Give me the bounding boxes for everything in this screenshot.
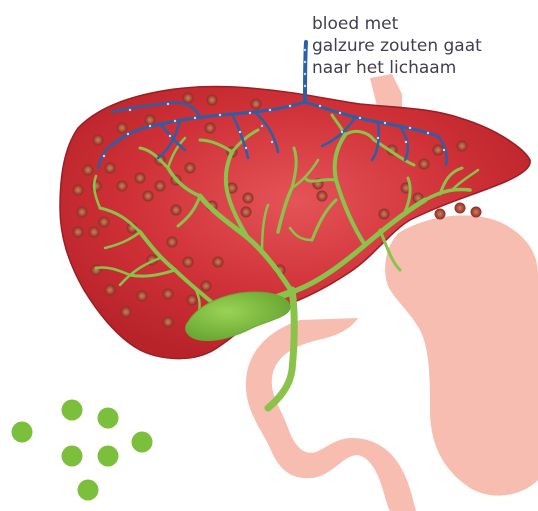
hepatocyte-dot [207,95,218,106]
bile-salt-particle [132,432,153,453]
label-line-3: naar het lichaam [312,58,456,78]
hepatocyte-dot [201,281,212,292]
bile-salt-particle [62,446,83,467]
hepatocyte-dot [163,317,174,328]
blood-dot [304,73,306,75]
hepatocyte-dot [433,145,444,156]
hepatocyte-dot [105,285,116,296]
blood-dot [129,109,131,111]
blood-dot [245,147,247,149]
blood-dot [443,149,445,151]
hepatocyte-dot [213,257,224,268]
hepatocyte-dot [105,163,116,174]
blood-dot [261,125,263,127]
hepatocyte-dot [205,123,216,134]
blood-dot [169,135,171,137]
blood-dot [239,131,241,133]
hepatocyte-dot [251,99,262,110]
blood-dot [304,61,306,63]
hepatocyte-dot [455,203,466,214]
hepatocyte-dot [471,207,482,218]
hepatocyte-dot [183,257,194,268]
hepatocyte-dot [137,291,148,302]
bile-salt-particle [12,422,33,443]
blood-dot [103,155,105,157]
hepatocyte-dot [73,185,84,196]
intestine-shape [246,318,416,511]
blood-dot [149,125,151,127]
hepatocyte-dot [135,173,146,184]
hepatocyte-dot [99,217,110,228]
hepatocyte-dot [91,181,102,192]
hepatocyte-dot [117,123,128,134]
hepatocyte-dot [83,165,94,176]
hepatocyte-dot [163,289,174,300]
bile-salt-particle [62,400,83,421]
hepatocyte-dot [73,227,84,238]
hepatocyte-dot [77,207,88,218]
bile-salt-particle [98,408,119,429]
blood-dot [269,109,271,111]
blood-dot [271,141,273,143]
hepatocyte-dot [117,181,128,192]
hepatocyte-dot [183,93,194,104]
label-line-2: galzure zouten gaat [312,36,482,56]
hepatocyte-dot [185,163,196,174]
hepatocyte-dot [93,135,104,146]
hepatocyte-dot [171,205,182,216]
hepatocyte-dot [435,209,446,220]
hepatocyte-dot [317,191,328,202]
bile-salt-particle [98,446,119,467]
blood-dot [319,105,321,107]
blood-dot [405,141,407,143]
blood-dot [304,49,306,51]
hepatocyte-dot [167,237,178,248]
blood-dot [289,105,291,107]
hepatocyte-dot [379,209,390,220]
blood-dot [359,117,361,119]
blood-dot [249,112,251,114]
hepatocyte-dot [155,181,166,192]
blood-dot [167,103,169,105]
hepatocyte-dot [457,141,468,152]
hepatocyte-dot [91,265,102,276]
label-line-1: bloed met [312,14,398,34]
blood-dot [127,133,129,135]
blood-dot [341,131,343,133]
hepatocyte-dot [243,193,254,204]
blood-dot [194,117,196,119]
blood-dot [219,114,221,116]
hepatocyte-dot [121,307,132,318]
blood-dot [174,120,176,122]
bile-salt-particle [78,480,99,501]
blood-dot [377,137,379,139]
hepatocyte-dot [419,159,430,170]
blood-dot [409,127,411,129]
blood-dot [384,122,386,124]
blood-dot [339,112,341,114]
hepatocyte-dot [187,295,198,306]
hepatocyte-dot [143,191,154,202]
blood-dot [304,85,306,87]
hepatocyte-dot [241,207,252,218]
bile-salt-particles [12,400,153,501]
blood-dot [427,132,429,134]
hepatocyte-dot [89,227,100,238]
